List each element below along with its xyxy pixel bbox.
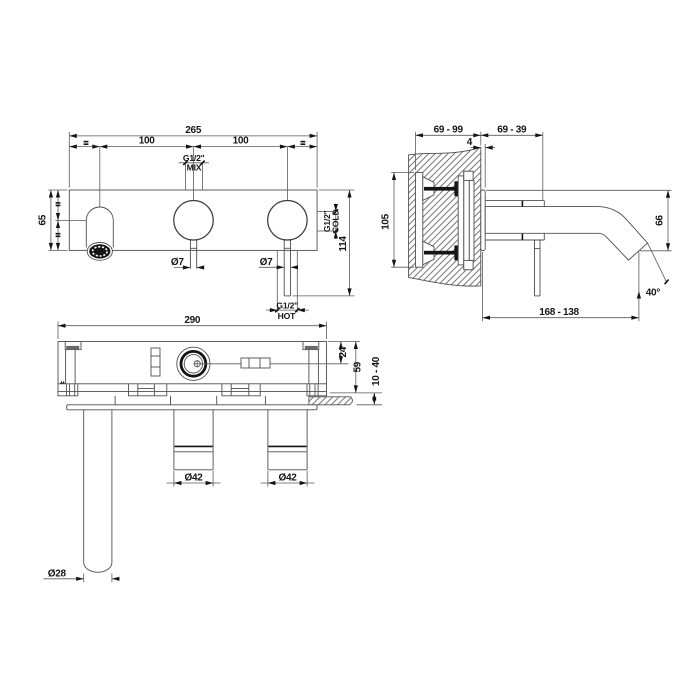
dim-label: Ø28 (48, 568, 67, 579)
valve-union-left (128, 383, 168, 397)
body-flange-1 (457, 175, 465, 266)
side-view: 69 - 99 69 - 39 4 105 6 (381, 125, 672, 322)
dim-label: Ø42 (184, 473, 203, 484)
equal-half-mark-bottom (55, 232, 61, 238)
left-end-compartment (57, 383, 79, 397)
dim-total-width: 265 (68, 125, 318, 188)
side-wall-plate (480, 189, 486, 251)
dim-knob-dia-right: Ø42 (260, 471, 315, 487)
cartridge-block (150, 347, 161, 377)
dim-label: 69 - 99 (434, 125, 464, 136)
dim-label: 59 (352, 361, 363, 372)
box-bottom-flange (57, 380, 327, 397)
connection-block (240, 357, 271, 369)
dim-knob-dia-mid: Ø42 (166, 471, 221, 487)
body-tab-top (463, 170, 474, 181)
valve-union-right (221, 383, 261, 397)
dim-label: 66 (654, 215, 665, 226)
plan-spout (83, 409, 113, 573)
bottom-locknut (454, 245, 459, 261)
body-tab-bottom (463, 259, 474, 271)
right-knob-stem (283, 240, 291, 297)
side-lever-rod (534, 240, 541, 297)
dim-label: 100 (233, 136, 250, 147)
cold-connection-extensions (317, 211, 333, 232)
mixer-top (176, 346, 349, 381)
dim-label: 168 - 138 (539, 307, 579, 318)
plan-wall-plate (66, 404, 318, 411)
top-supply-pipe (424, 186, 458, 191)
dim-label: 100 (139, 136, 156, 147)
dim-box-width: 290 (57, 315, 327, 339)
dim-label: 10 - 40 (371, 356, 382, 386)
dim-label: Ø42 (278, 473, 297, 484)
dim-wall-depth: 69 - 99 69 - 39 (415, 125, 544, 201)
thread-label: G1/2" (276, 300, 298, 310)
right-end-compartment (306, 383, 327, 397)
dim-body-height: 105 (381, 172, 414, 268)
hot-label: HOT (278, 311, 296, 321)
dim-spout-angle: 40° (646, 242, 670, 298)
dim-label: 265 (185, 125, 202, 136)
dim-label: 40° (646, 287, 661, 298)
dim-axis-offset: 24 (328, 341, 360, 364)
dim-plate-thickness: 4 (467, 137, 495, 188)
corner-tab-right (302, 341, 320, 384)
hot-connection-extensions (276, 251, 298, 313)
spout-front-outline (85, 206, 114, 248)
dim-plate-height: 65 (37, 189, 68, 251)
dim-wall-finish-range: 10 - 40 (356, 356, 382, 406)
equal-margin-mark-left (83, 140, 89, 145)
dim-lever-dia-mid: Ø7 (171, 257, 205, 270)
thread-label: G1/2" (183, 153, 205, 163)
mid-knob-front (173, 199, 214, 241)
front-view: 265 100 100 65 (37, 125, 355, 321)
side-spout-profile (484, 206, 649, 261)
dim-label: 105 (381, 213, 392, 230)
dim-box-depth: 59 (330, 341, 382, 394)
dim-label: 69 - 39 (497, 125, 527, 136)
plate-connectors (114, 395, 266, 405)
plan-knob-mid (173, 409, 214, 471)
cold-label: COLD (331, 210, 341, 234)
corner-tab-left (64, 341, 82, 384)
equal-margin-mark-right (300, 140, 306, 145)
dim-label: 65 (37, 214, 48, 225)
dim-label: 4 (467, 137, 473, 148)
right-knob-front (267, 199, 308, 241)
back-bracket (415, 172, 424, 268)
thread-label: G1/2" (322, 210, 332, 232)
bottom-supply-pipe (424, 250, 458, 255)
dim-label: 114 (338, 236, 349, 252)
label-mix-connection: G1/2" MIX (178, 153, 209, 172)
aerator-mesh (91, 245, 108, 257)
dim-drop-height: 114 (292, 189, 355, 297)
body-flange-2 (463, 170, 470, 271)
label-cold-connection: G1/2" COLD (322, 203, 341, 239)
dim-spout-dia: Ø28 (43, 568, 120, 583)
top-locknut (454, 181, 459, 197)
screw-mark (60, 380, 65, 384)
aerator-core (95, 249, 104, 254)
label-hot-connection: G1/2" HOT (266, 300, 309, 321)
dim-spout-reach: 168 - 138 (482, 251, 642, 322)
dim-label: Ø7 (260, 257, 273, 268)
mid-knob-stem (189, 239, 198, 269)
dim-lever-dia-right: Ø7 (258, 257, 298, 270)
dim-pitch-chain: 100 100 (69, 136, 318, 149)
equal-half-mark-top (55, 202, 61, 207)
finished-wall-strip (308, 396, 353, 406)
mix-label: MIX (187, 162, 202, 172)
plan-view: 290 24 59 10 - 40 (43, 315, 382, 583)
dim-label: Ø7 (171, 257, 184, 268)
dim-label: 24 (338, 346, 349, 357)
plan-knob-right (267, 409, 308, 471)
mix-connection-extensions (185, 162, 203, 190)
body-flange-3 (468, 179, 475, 261)
dim-label: 290 (184, 315, 201, 326)
dim-spout-drop: 66 (486, 189, 672, 252)
